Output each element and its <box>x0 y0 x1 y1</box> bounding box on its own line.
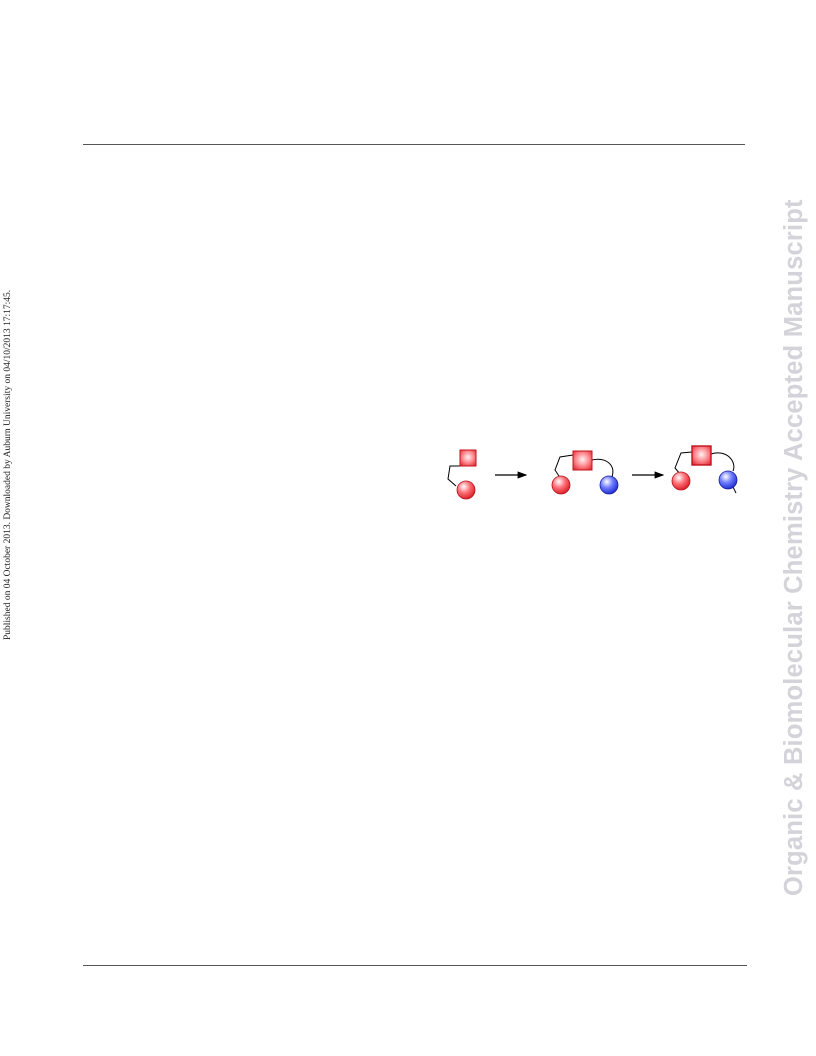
linker-line <box>554 454 574 480</box>
red-square-unit <box>691 445 712 466</box>
blue-sphere-unit <box>599 475 619 495</box>
reaction-scheme-diagram <box>447 445 738 500</box>
red-square-unit <box>572 450 593 471</box>
scheme-stage-1 <box>447 449 477 500</box>
linker-line <box>710 452 735 472</box>
journal-watermark: Organic & Biomolecular Chemistry Accepte… <box>780 199 808 896</box>
blue-sphere-unit <box>718 470 738 490</box>
scheme-stage-2 <box>551 450 619 495</box>
red-square-unit <box>459 449 477 467</box>
footer-rule <box>83 965 747 966</box>
red-sphere-unit <box>551 475 571 495</box>
red-sphere-unit <box>671 471 691 491</box>
header-rule <box>83 144 745 145</box>
linker-line <box>674 451 693 475</box>
publication-note: Published on 04 October 2013. Downloaded… <box>3 289 13 640</box>
linker-line <box>591 458 614 478</box>
red-sphere-unit <box>456 480 476 500</box>
linker-line <box>447 465 460 487</box>
scheme-stage-3 <box>671 445 738 494</box>
